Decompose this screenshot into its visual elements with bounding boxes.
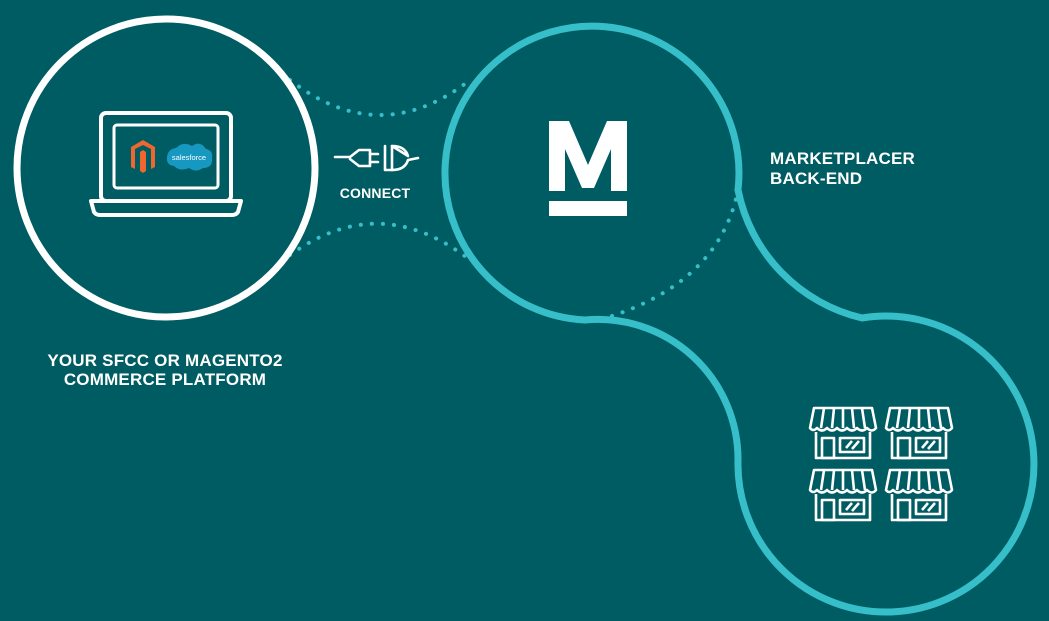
laptop-base	[89, 199, 243, 217]
plug-right	[383, 144, 420, 172]
dotted-connections	[288, 78, 740, 318]
storefront-icon	[884, 468, 954, 522]
magento-logo-icon	[131, 140, 155, 173]
backend-label-line1: MARKETPLACER	[770, 149, 916, 168]
magento-logo-shape	[131, 140, 155, 173]
storefronts-group	[808, 406, 954, 522]
connect-label: CONNECT	[339, 185, 411, 201]
dotted-arc-right	[610, 188, 740, 318]
marketplacer-underline	[549, 201, 627, 216]
storefront-icon	[884, 406, 954, 460]
backend-label: MARKETPLACER BACK-END	[770, 149, 970, 189]
plug-left-prongs	[368, 152, 380, 164]
salesforce-text: salesforce	[172, 153, 206, 162]
platform-label: YOUR SFCC OR MAGENTO2 COMMERCE PLATFORM	[20, 351, 310, 389]
dotted-arc-bottom	[288, 221, 472, 262]
laptop-screen-inner	[112, 123, 220, 190]
platform-circle	[13, 15, 319, 321]
platform-label-line1: YOUR SFCC OR MAGENTO2	[47, 351, 283, 370]
laptop-icon	[89, 111, 243, 217]
marketplacer-m-shape	[549, 121, 627, 191]
dotted-arc-top	[288, 78, 472, 117]
storefront-icon	[808, 406, 878, 460]
plug-connector-icon	[333, 144, 420, 172]
salesforce-cloud-shape	[166, 143, 213, 171]
salesforce-cloud-icon: salesforce	[166, 143, 213, 171]
marketplacer-logo-icon	[549, 121, 627, 216]
teal-flow-outline	[441, 22, 1038, 616]
platform-label-line2: COMMERCE PLATFORM	[63, 370, 267, 389]
backend-label-line2: BACK-END	[770, 169, 863, 188]
storefront-icon	[808, 468, 878, 522]
plug-left	[333, 148, 372, 168]
